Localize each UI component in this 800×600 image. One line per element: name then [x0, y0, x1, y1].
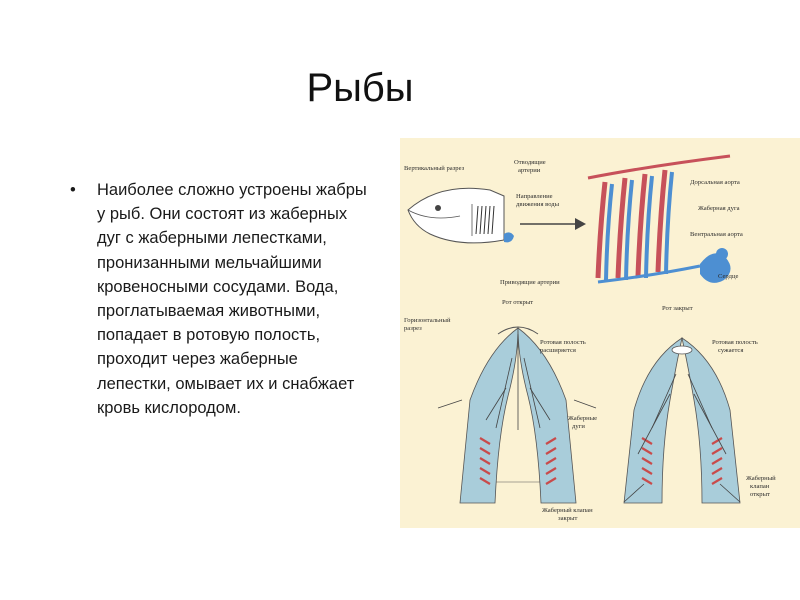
body-list: • Наиболее сложно устроены жабры у рыб. …	[70, 178, 375, 420]
label-efferent-2: артерии	[518, 167, 541, 174]
label-vertical-section: Вертикальный разрез	[404, 165, 465, 172]
label-valve-closed-2: закрыт	[558, 515, 577, 522]
label-valve-open-1: Жаберный	[746, 475, 776, 482]
label-valve-open-2: клапан	[750, 483, 770, 490]
slide-title: Рыбы	[0, 66, 720, 111]
label-cavity-narrows-1: Ротовая полость	[712, 339, 758, 346]
label-horizontal-2: разрез	[404, 325, 422, 332]
label-water-dir-1: Направление	[516, 193, 553, 200]
label-cavity-expands-1: Ротовая полость	[540, 339, 586, 346]
label-gill-arches-1: Жаберные	[568, 415, 597, 422]
label-valve-closed-1: Жаберный клапан	[542, 507, 593, 514]
bullet-marker: •	[70, 178, 76, 202]
label-mouth-open: Рот открыт	[502, 299, 533, 306]
label-mouth-closed: Рот закрыт	[662, 305, 693, 312]
label-cavity-expands-2: расширяется	[540, 347, 576, 354]
label-water-dir-2: движения воды	[516, 201, 560, 208]
body-list-item: • Наиболее сложно устроены жабры у рыб. …	[70, 178, 375, 420]
gill-diagram-figure: Вертикальный разрез Отводящие артерии На…	[400, 138, 800, 528]
label-valve-open-3: открыт	[750, 491, 770, 498]
gill-diagram-svg: Вертикальный разрез Отводящие артерии На…	[400, 138, 800, 528]
label-efferent-1: Отводящие	[514, 159, 546, 166]
label-heart: Сердце	[718, 273, 738, 280]
label-horizontal-1: Горизонтальный	[404, 317, 451, 324]
body-paragraph: Наиболее сложно устроены жабры у рыб. Он…	[97, 181, 367, 417]
label-dorsal-aorta: Дорсальная аорта	[690, 179, 740, 186]
label-ventral-aorta: Вентральная аорта	[690, 231, 743, 238]
label-gill-arch: Жаберная дуга	[698, 205, 740, 212]
label-gill-arches-2: дуги	[572, 423, 585, 430]
label-afferent: Приводящие артерии	[500, 279, 560, 286]
label-cavity-narrows-2: сужается	[718, 347, 743, 354]
